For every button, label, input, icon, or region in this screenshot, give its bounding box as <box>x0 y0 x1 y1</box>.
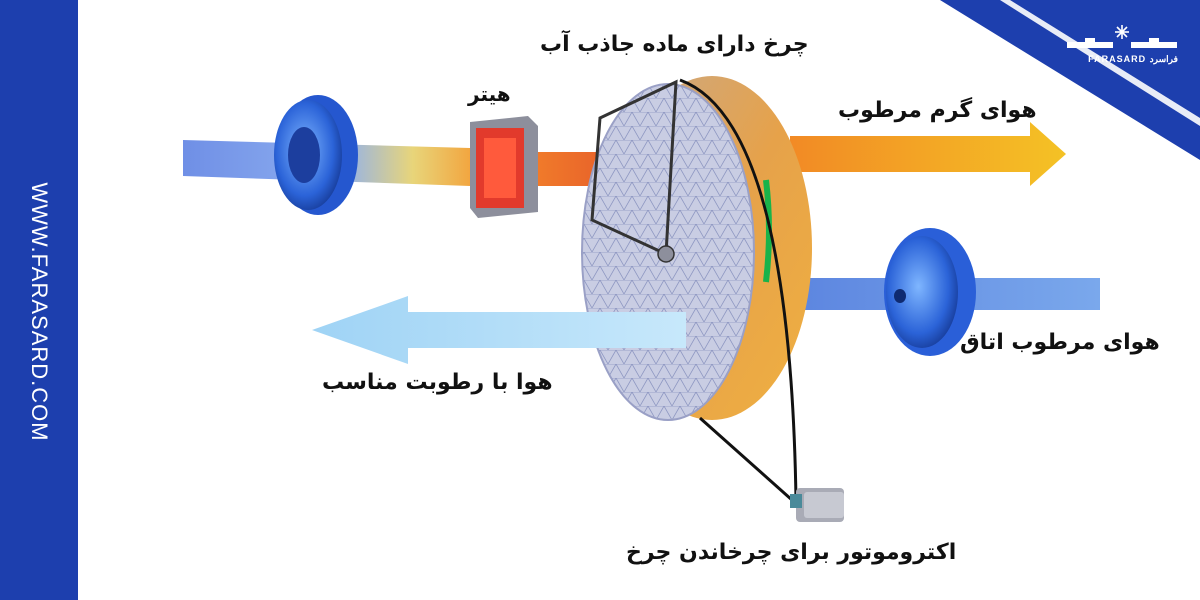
logo-icon <box>1067 38 1177 48</box>
room-humid-air-label: هوای مرطوب اتاق <box>960 330 1160 355</box>
dry-air-arrow <box>312 296 686 364</box>
dry-air-label: هوا با رطوبت مناسب <box>322 370 553 395</box>
hot-humid-air-label: هوای گرم مرطوب <box>838 98 1037 123</box>
left-brand-bar: WWW.FARASARD.COM <box>0 0 78 600</box>
fan-icon <box>884 228 976 356</box>
hot-humid-air-arrow <box>790 122 1066 186</box>
logo-text: FARASARD فراسرد <box>1088 54 1178 64</box>
motor-icon <box>790 488 844 522</box>
heater-icon <box>470 116 538 218</box>
brand-corner <box>940 0 1200 160</box>
desiccant-wheel-icon <box>581 76 812 502</box>
motor-label: اکتروموتور برای چرخاندن چرخ <box>626 540 957 565</box>
heater-label: هیتر <box>468 82 511 106</box>
snowflake-icon <box>1115 25 1129 39</box>
wheel-label: چرخ دارای ماده جاذب آب <box>540 32 809 57</box>
fan-icon <box>274 95 358 215</box>
